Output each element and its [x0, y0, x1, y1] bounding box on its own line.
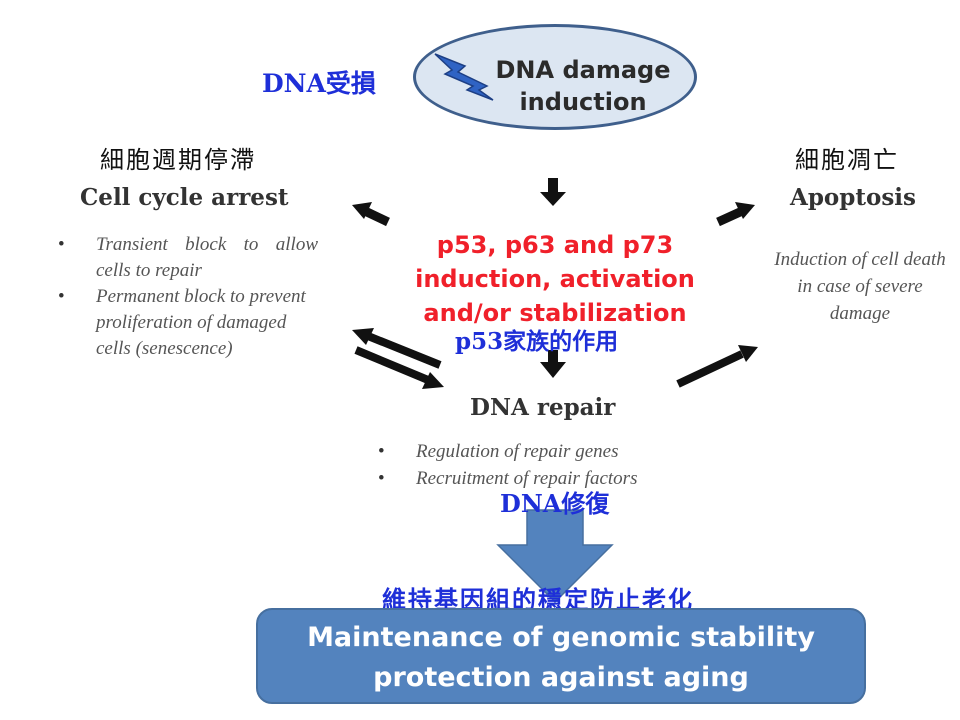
lightning-icon [434, 53, 494, 101]
arrow-cell-cycle-from-repair [352, 328, 442, 369]
bullet-dot-icon: • [58, 286, 65, 307]
p53-cn-label: p53家族的作用 [455, 328, 619, 355]
dna-damage-title: DNA damage induction [488, 54, 678, 118]
dna-repair-bullets: • Regulation of repair genes • Recruitme… [378, 438, 736, 492]
outcome-line1: Maintenance of genomic stability [307, 622, 815, 653]
apoptosis-title: Apoptosis [790, 184, 916, 211]
outcome-line2: protection against aging [373, 662, 749, 693]
outcome-box [256, 608, 866, 704]
cell-cycle-bullet: • Transient block to allow cells to repa… [58, 234, 318, 281]
bullet-dot-icon: • [378, 441, 385, 462]
dna-repair-title: DNA repair [470, 394, 616, 421]
dna-damage-title-line2: induction [519, 88, 647, 116]
apoptosis-cn-label: 細胞凋亡 [795, 146, 899, 174]
arrow-p53-to-dna-repair [540, 350, 566, 378]
p53-line1: p53, p63 and p73 [436, 231, 674, 259]
arrow-p53-to-cell-cycle [352, 202, 390, 227]
arrow-repair-to-outcome [496, 509, 614, 604]
bullet-dot-icon: • [378, 468, 385, 489]
arrow-p53-to-apoptosis [716, 202, 755, 227]
arrow-cell-cycle-to-repair [354, 346, 444, 389]
cell-cycle-title: Cell cycle arrest [80, 184, 289, 211]
p53-line2: induction, activation [415, 265, 695, 293]
arrow-damage-to-p53 [540, 178, 566, 206]
arrow-repair-to-apoptosis [676, 345, 758, 388]
cell-cycle-bullet: • Permanent block to prevent proliferati… [58, 286, 306, 359]
p53-line3: and/or stabilization [423, 299, 687, 327]
dna-damage-cn-label: DNA受損 [262, 69, 376, 98]
outcome-text: Maintenance of genomic stability protect… [256, 618, 866, 698]
dna-repair-bullet: • Recruitment of repair factors [378, 465, 736, 492]
cell-cycle-bullets: • Transient block to allow cells to repa… [58, 232, 318, 362]
cell-cycle-cn-label: 細胞週期停滯 [100, 146, 256, 174]
dna-repair-cn-label: DNA修復 [500, 489, 610, 518]
p53-induction-text: p53, p63 and p73 induction, activation a… [395, 228, 715, 330]
apoptosis-description: Induction of cell death in case of sever… [774, 249, 946, 324]
bullet-dot-icon: • [58, 234, 65, 255]
dna-repair-bullet: • Regulation of repair genes [378, 438, 736, 465]
dna-damage-title-line1: DNA damage [495, 56, 671, 84]
